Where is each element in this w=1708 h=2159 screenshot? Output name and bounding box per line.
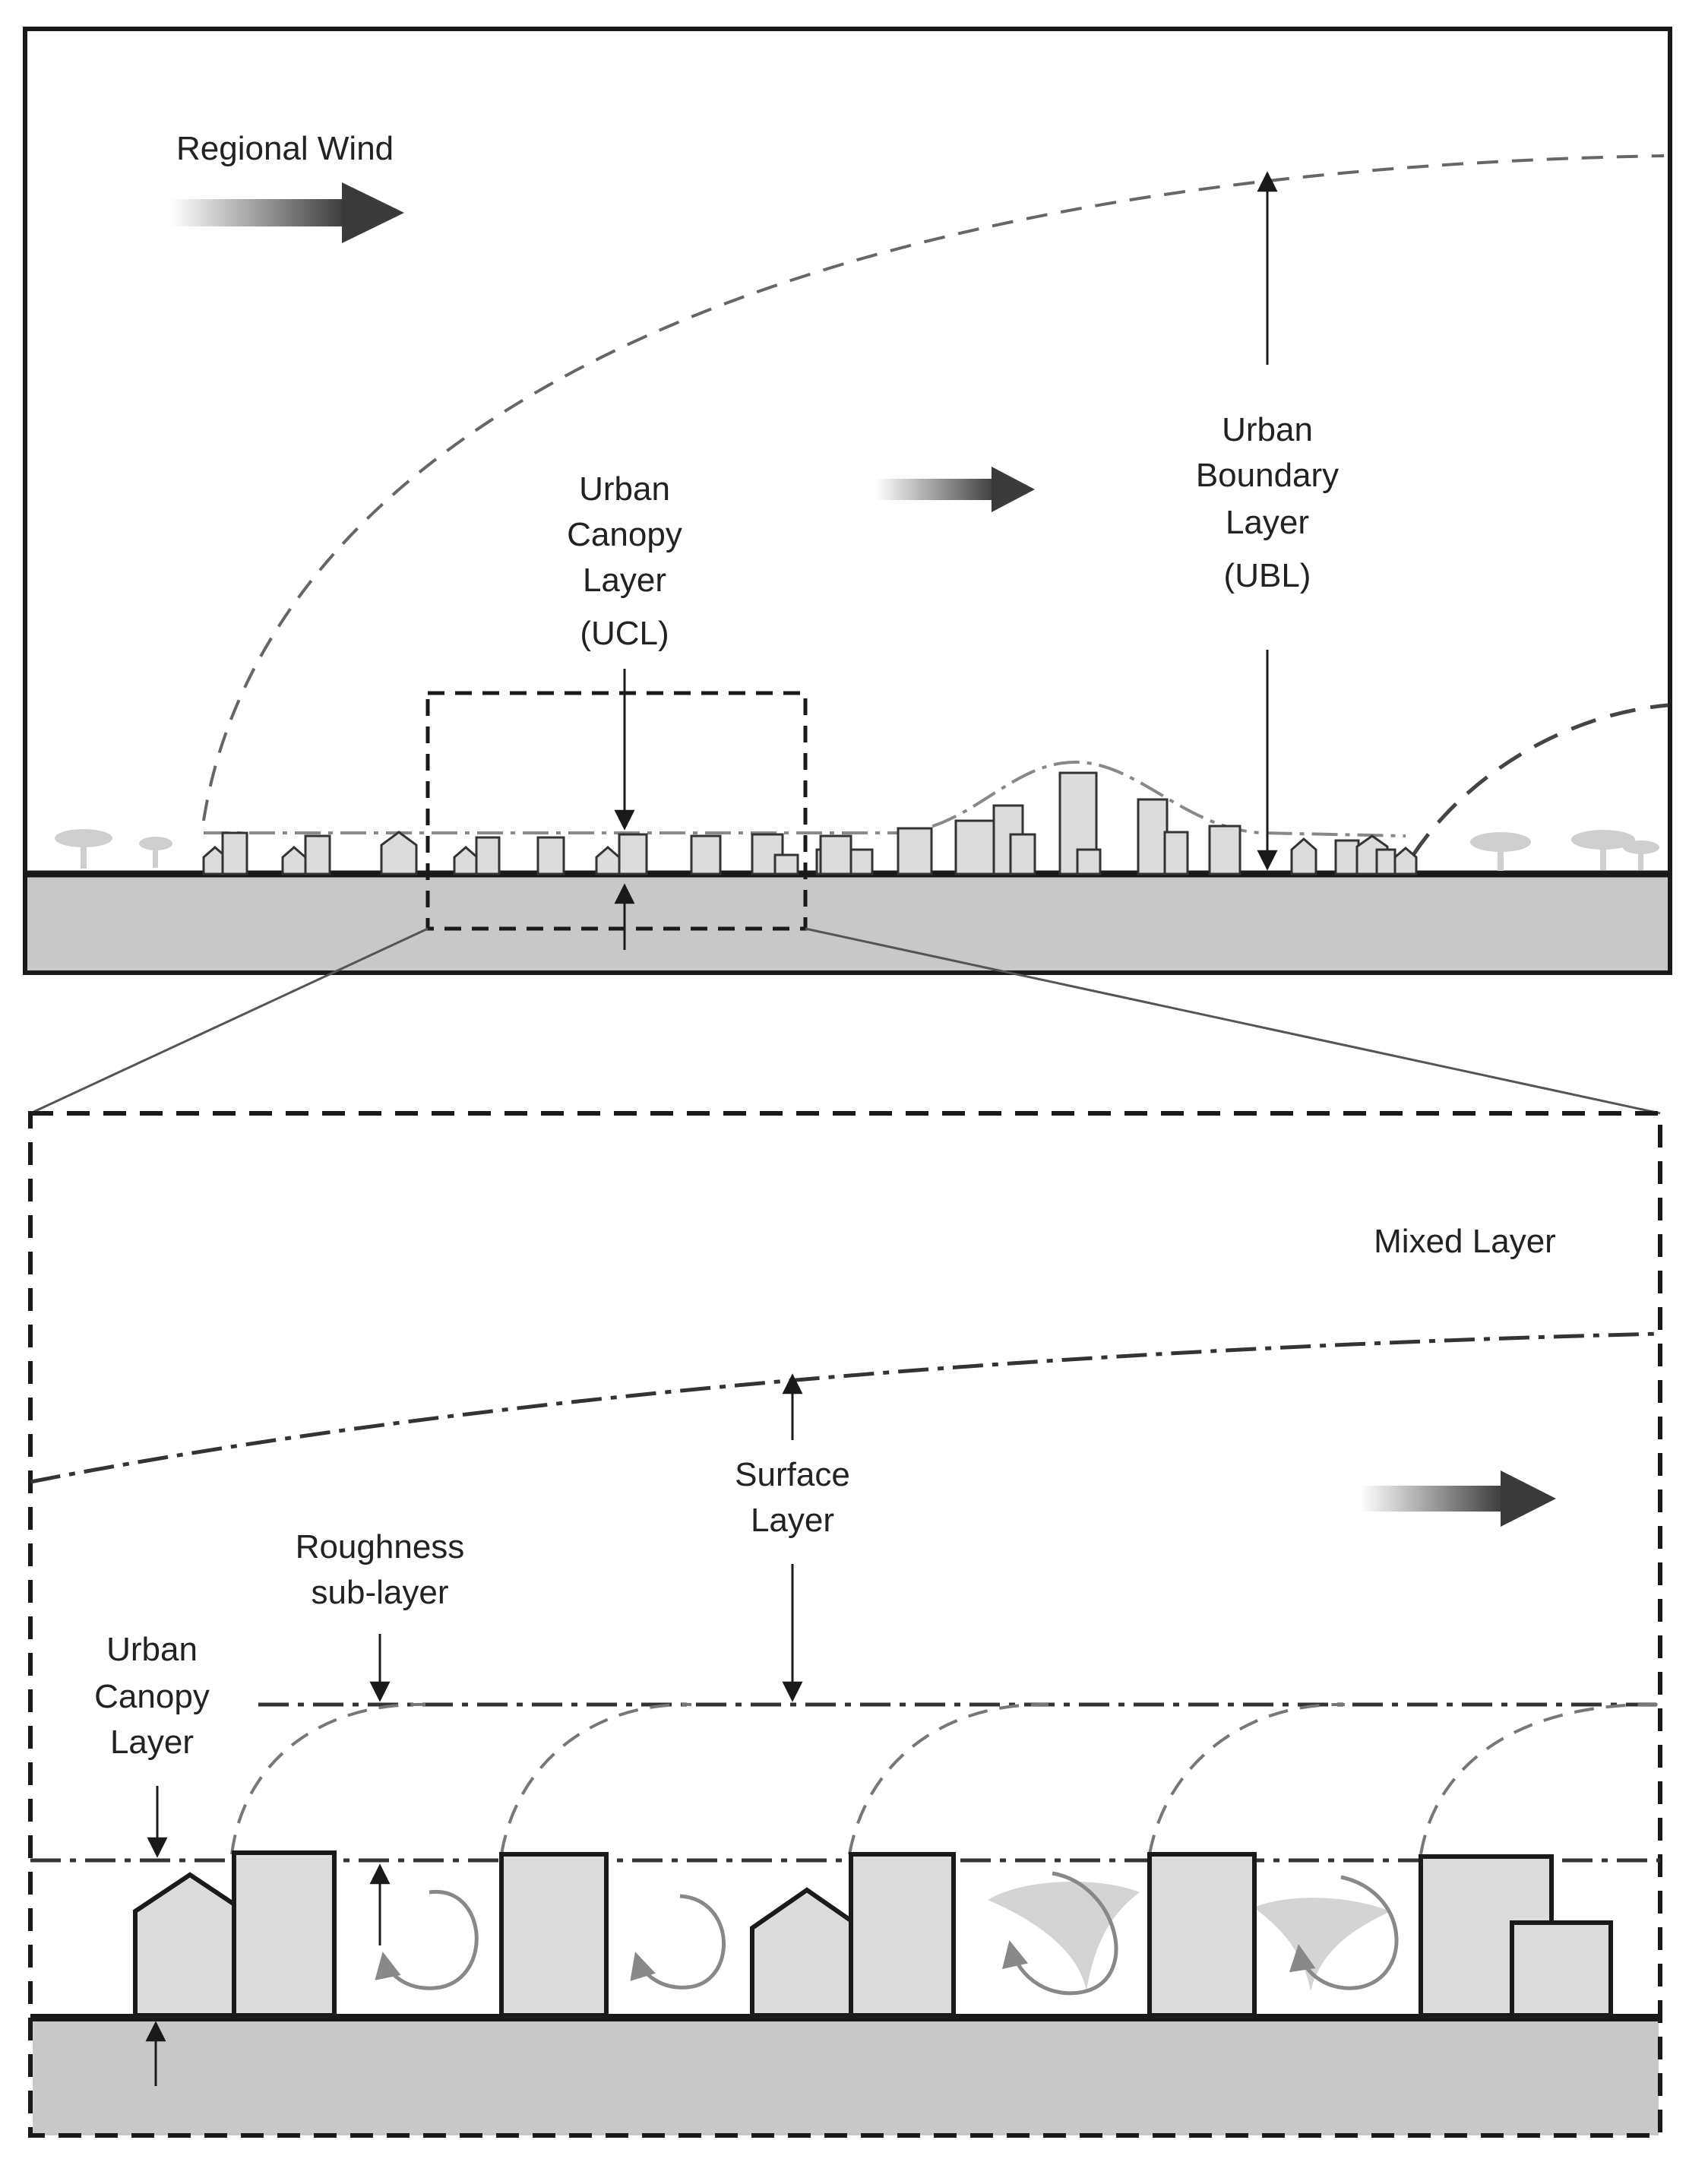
street-buildings xyxy=(133,1850,1613,2018)
canopy-label-line-2: Canopy xyxy=(94,1678,210,1715)
bottom-ground xyxy=(33,2018,1659,2135)
turbulence-plumes xyxy=(988,1882,1390,1991)
ubl-boundary-curve xyxy=(202,154,1665,821)
bottom-panel-frame xyxy=(28,1111,1662,2138)
wake-arcs xyxy=(230,1702,1661,1855)
bottom-panel: Mixed Layer Surface Layer Roughness sub-… xyxy=(28,1111,1662,2138)
city-buildings xyxy=(202,771,1418,875)
mixed-layer-label: Mixed Layer xyxy=(1374,1223,1556,1260)
ucl-canopy-line xyxy=(204,760,1406,837)
regional-wind-arrow xyxy=(171,182,404,243)
top-ground xyxy=(27,874,1668,970)
house-1 xyxy=(133,1872,247,2018)
building-4 xyxy=(1147,1852,1257,2018)
ubl-label-line-1: Urban xyxy=(1222,411,1313,448)
ubl-label-line-3: Layer xyxy=(1226,504,1309,541)
canopy-label-line-1: Urban xyxy=(106,1631,198,1668)
top-panel: Regional Wind Urban Canopy Layer (UCL) U… xyxy=(23,27,1672,975)
rural-trees xyxy=(55,829,1659,871)
top-panel-frame xyxy=(23,27,1672,975)
building-6 xyxy=(1510,1920,1613,2018)
rural-boundary-curve xyxy=(1411,703,1668,856)
zoom-connector-left xyxy=(30,927,429,1115)
regional-wind-label: Regional Wind xyxy=(176,130,394,167)
building-2 xyxy=(499,1852,609,2018)
ubl-label-line-2: Boundary xyxy=(1196,457,1339,494)
surface-wind-arrow xyxy=(1360,1470,1556,1527)
ucl-label-line-4: (UCL) xyxy=(580,615,669,652)
mid-wind-arrow xyxy=(875,467,1035,512)
surface-layer-top-line xyxy=(30,1331,1661,1484)
zoom-connector-right xyxy=(805,927,1661,1115)
surface-layer-label-line-1: Surface xyxy=(735,1456,850,1493)
canopy-label-line-3: Layer xyxy=(110,1724,194,1761)
roughness-label-line-1: Roughness xyxy=(296,1528,465,1565)
surface-layer-label-line-2: Layer xyxy=(751,1502,834,1539)
building-1 xyxy=(232,1850,337,2018)
ucl-label-line-3: Layer xyxy=(583,562,666,599)
ucl-label-line-1: Urban xyxy=(579,470,670,508)
ubl-label-line-4: (UBL) xyxy=(1224,557,1311,594)
roughness-label-line-2: sub-layer xyxy=(312,1574,449,1611)
building-3 xyxy=(849,1852,956,2018)
zoom-selection-box xyxy=(425,691,808,931)
ucl-label-line-2: Canopy xyxy=(567,516,682,553)
eddies xyxy=(375,1871,1399,1996)
house-2 xyxy=(750,1887,864,2018)
